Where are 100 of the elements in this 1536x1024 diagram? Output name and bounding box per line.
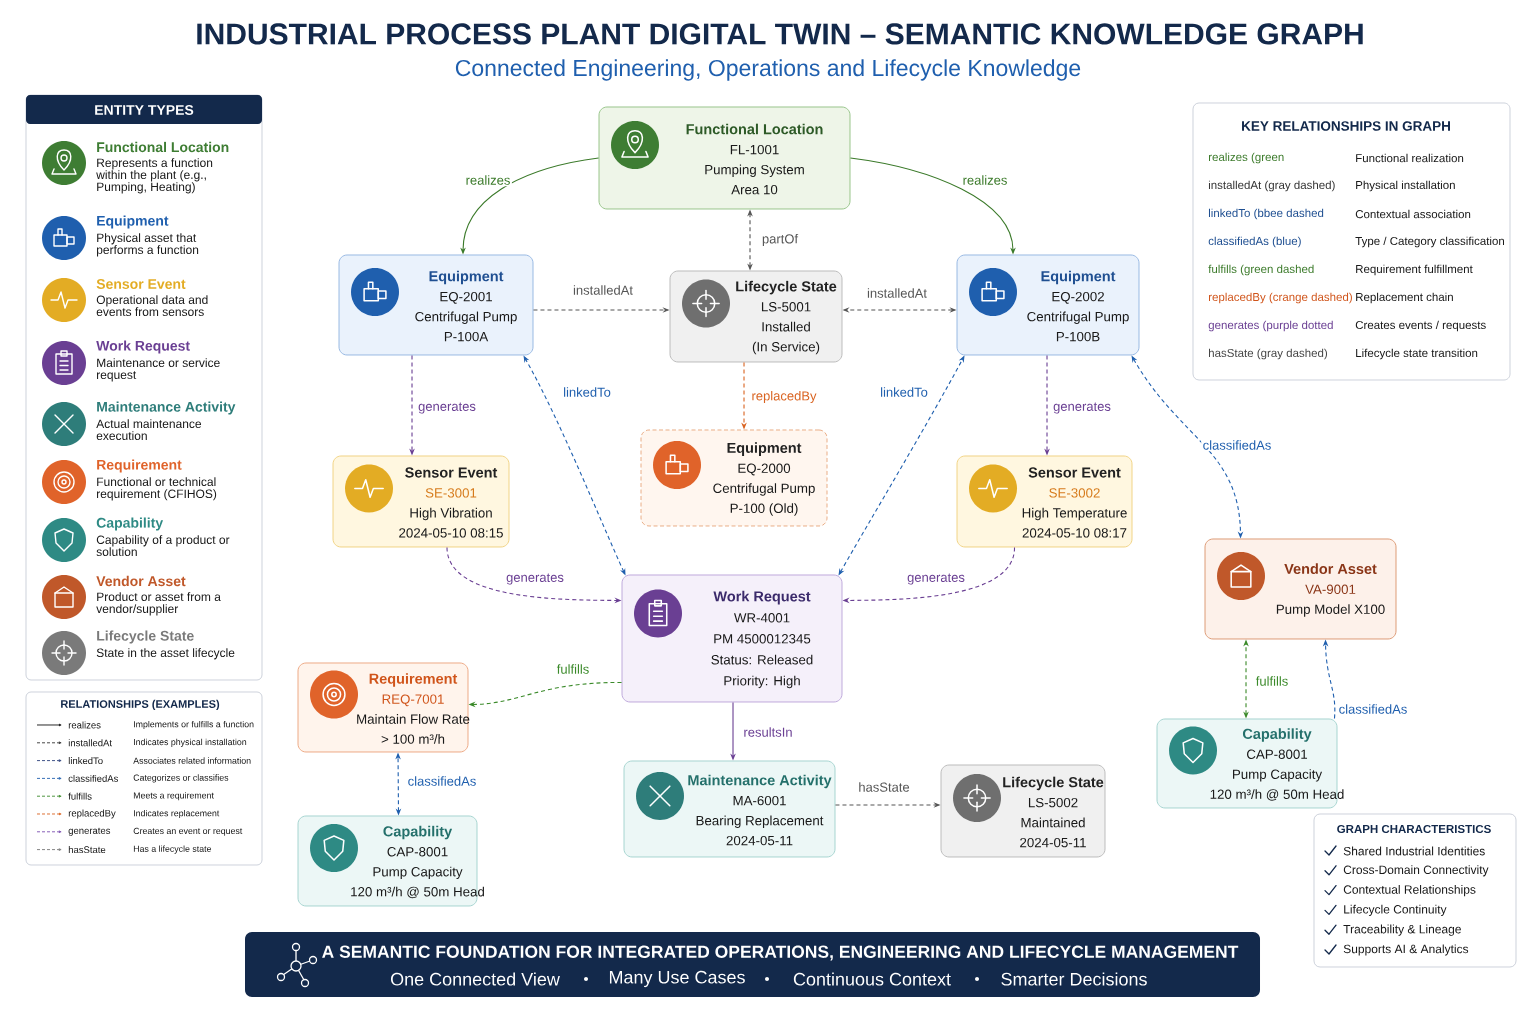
relationship-name: linkedTo (bbee dashed: [1209, 208, 1324, 220]
edge-label: realizes: [464, 173, 512, 187]
requirement-card: Requirement REQ-7001 Maintain Flow Rate > 100 m³/h: [297, 662, 470, 753]
relationship-description: Requirement fulfillment: [1356, 264, 1473, 276]
legend-description: State in the asset lifecycle: [96, 648, 235, 660]
legend-label: realizes: [68, 721, 101, 729]
equipment-card: Equipment EQ-2000 Centrifugal Pump P-100 (Old): [640, 429, 828, 527]
legend-label: Functional Location: [97, 141, 229, 153]
equipment-card: Equipment EQ-2001 Centrifugal Pump P-100A: [338, 254, 534, 356]
edge-label: hasState: [856, 780, 912, 794]
legend-description: Meets a requirement: [133, 792, 214, 801]
relationship-description: Physical installation: [1356, 180, 1455, 192]
lifecycle-state-card: Lifecycle State LS-5002 Maintained 2024-05-11: [940, 764, 1106, 858]
subtitle: Connected Engineering, Operations and Lifecycle Knowledge: [455, 59, 1081, 81]
banner-item: One Connected View: [390, 972, 560, 986]
characteristic-item: Supports AI & Analytics: [1343, 944, 1469, 956]
relationship-name: installedAt (gray dashed): [1209, 180, 1335, 192]
edge-label: classifiedAs: [406, 774, 478, 788]
lifecycle-state-card: Lifecycle State LS-5001 Installed (In Service): [669, 270, 843, 363]
relationship-name: generates (purple dotted: [1208, 320, 1333, 332]
panel-heading: RELATIONSHIPS (EXAMPLES): [61, 699, 220, 711]
edge-label: generates: [1051, 400, 1113, 416]
legend-description: Capability of a product or solution: [96, 535, 230, 556]
relationship-name: hasState (gray dashed): [1209, 348, 1327, 360]
capability-card: Capability CAP-8001 Pump Capacity 120 m³/h @ 50m Head: [297, 815, 484, 907]
panel-heading: GRAPH CHARACTERISTICS: [1337, 824, 1491, 834]
legend-description: Categorizes or classifies: [133, 774, 229, 783]
legend-label: Vendor Asset: [96, 575, 186, 587]
relationship-description: Contextual association: [1355, 209, 1471, 219]
edge-label: replacedBy: [750, 389, 819, 405]
legend-label: installedAt: [68, 739, 112, 747]
legend-description: Product or asset from a vendor/supplier: [96, 592, 221, 616]
legend-description: Indicates replacement: [134, 809, 220, 819]
edge-label: installedAt: [865, 286, 929, 300]
title: INDUSTRIAL PROCESS PLANT DIGITAL TWIN – SEMANTIC KNOWLEDGE GRAPH: [197, 23, 1363, 45]
relationship-name: classifiedAs (blue): [1208, 236, 1301, 248]
edge-label: partOf: [760, 232, 800, 248]
legend-label: Equipment: [97, 215, 169, 229]
sensor-event-card: Sensor Event SE-3002 High Temperature 2024-05-10 08:17: [956, 455, 1133, 548]
legend-label: hasState: [68, 846, 106, 854]
banner-item: Smarter Decisions: [1001, 972, 1147, 986]
legend-description: Represents a function within the plant (e.g., Pumping, Heating): [96, 158, 213, 194]
edge-label: classifiedAs: [1201, 438, 1273, 452]
edge-label: installedAt: [571, 283, 635, 297]
legend-description: Has a lifecycle state: [133, 845, 212, 854]
legend-label: Capability: [96, 517, 164, 531]
edge-label: realizes: [961, 173, 1009, 187]
maintenance-activity-card: Maintenance Activity MA-6001 Bearing Replacement 2024-05-11: [623, 760, 836, 858]
edge-label: generates: [416, 400, 478, 416]
edge-label: classifiedAs: [1337, 702, 1409, 716]
legend-label: Requirement: [97, 459, 182, 473]
banner-item: Continuous Context: [793, 972, 951, 986]
legend-label: fulfills: [68, 792, 92, 800]
legend-label: classifiedAs: [68, 774, 118, 782]
capability-card: Capability CAP-8001 Pump Capacity 120 m³/h @ 50m Head: [1156, 718, 1344, 809]
edge-label: linkedTo: [561, 385, 613, 399]
legend-description: Functional or technical requirement (CFIHOS): [97, 477, 217, 501]
legend-label: replacedBy: [68, 809, 116, 819]
legend-label: generates: [68, 827, 111, 836]
characteristic-item: Cross-Domain Connectivity: [1343, 865, 1489, 877]
relationship-name: replacedBy (crange dashed): [1209, 292, 1352, 304]
relationship-description: Type / Category classification: [1355, 236, 1504, 248]
legend-description: Maintenance or service request: [97, 358, 220, 382]
vendor-asset-card: Vendor Asset VA-9001 Pump Model X100: [1204, 538, 1397, 640]
characteristic-item: Contextual Relationships: [1343, 885, 1476, 897]
relationship-description: Lifecycle state transition: [1356, 348, 1478, 360]
panel-header: ENTITY TYPES: [26, 95, 262, 124]
edge-label: resultsIn: [741, 725, 795, 739]
banner-item: Many Use Cases: [609, 970, 745, 988]
legend-description: Actual maintenance execution: [96, 419, 202, 440]
legend-description: Indicates physical installation: [134, 738, 247, 747]
edge-label: generates: [905, 571, 967, 587]
sensor-event-card: Sensor Event SE-3001 High Vibration 2024-05-10 08:15: [332, 455, 510, 548]
relationship-name: realizes (green: [1209, 152, 1284, 164]
legend-description: Physical asset that performs a function: [97, 233, 199, 257]
characteristic-item: Traceability & Lineage: [1343, 924, 1461, 936]
characteristic-item: Lifecycle Continuity: [1344, 904, 1447, 916]
legend-label: Lifecycle State: [97, 630, 194, 644]
legend-label: linkedTo: [68, 757, 103, 765]
legend-description: Implements or fulfills a function: [134, 720, 254, 730]
functional-location-card: Functional Location FL-1001 Pumping System Area 10: [598, 106, 851, 210]
relationship-description: Functional realization: [1356, 153, 1464, 163]
legend-label: Work Request: [96, 340, 190, 354]
legend-label: Maintenance Activity: [97, 401, 236, 415]
equipment-card: Equipment EQ-2002 Centrifugal Pump P-100B: [956, 254, 1140, 356]
edge-label: fulfills: [1254, 674, 1290, 688]
work-request-card: Work Request WR-4001 PM 4500012345 Status: Released Priority: High: [621, 574, 843, 703]
relationship-description: Replacement chain: [1356, 292, 1453, 304]
edge-label: fulfills: [555, 662, 591, 676]
legend-description: Operational data and events from sensors: [96, 295, 208, 316]
legend-description: Associates related information: [133, 757, 251, 764]
characteristic-item: Shared Industrial Identities: [1343, 846, 1485, 856]
relationship-name: fulfills (green dashed: [1208, 264, 1314, 276]
legend-label: Sensor Event: [96, 279, 186, 289]
panel-heading: KEY RELATIONSHIPS IN GRAPH: [1242, 121, 1450, 131]
edge-label: linkedTo: [878, 385, 930, 399]
banner-title: A SEMANTIC FOUNDATION FOR INTEGRATED OPERATIONS, ENGINEERING AND LIFECYCLE MANAGEMENT: [322, 945, 1239, 961]
legend-description: Creates an event or request: [133, 827, 243, 836]
relationship-description: Creates events / requests: [1355, 320, 1486, 332]
edge-label: generates: [504, 571, 566, 587]
